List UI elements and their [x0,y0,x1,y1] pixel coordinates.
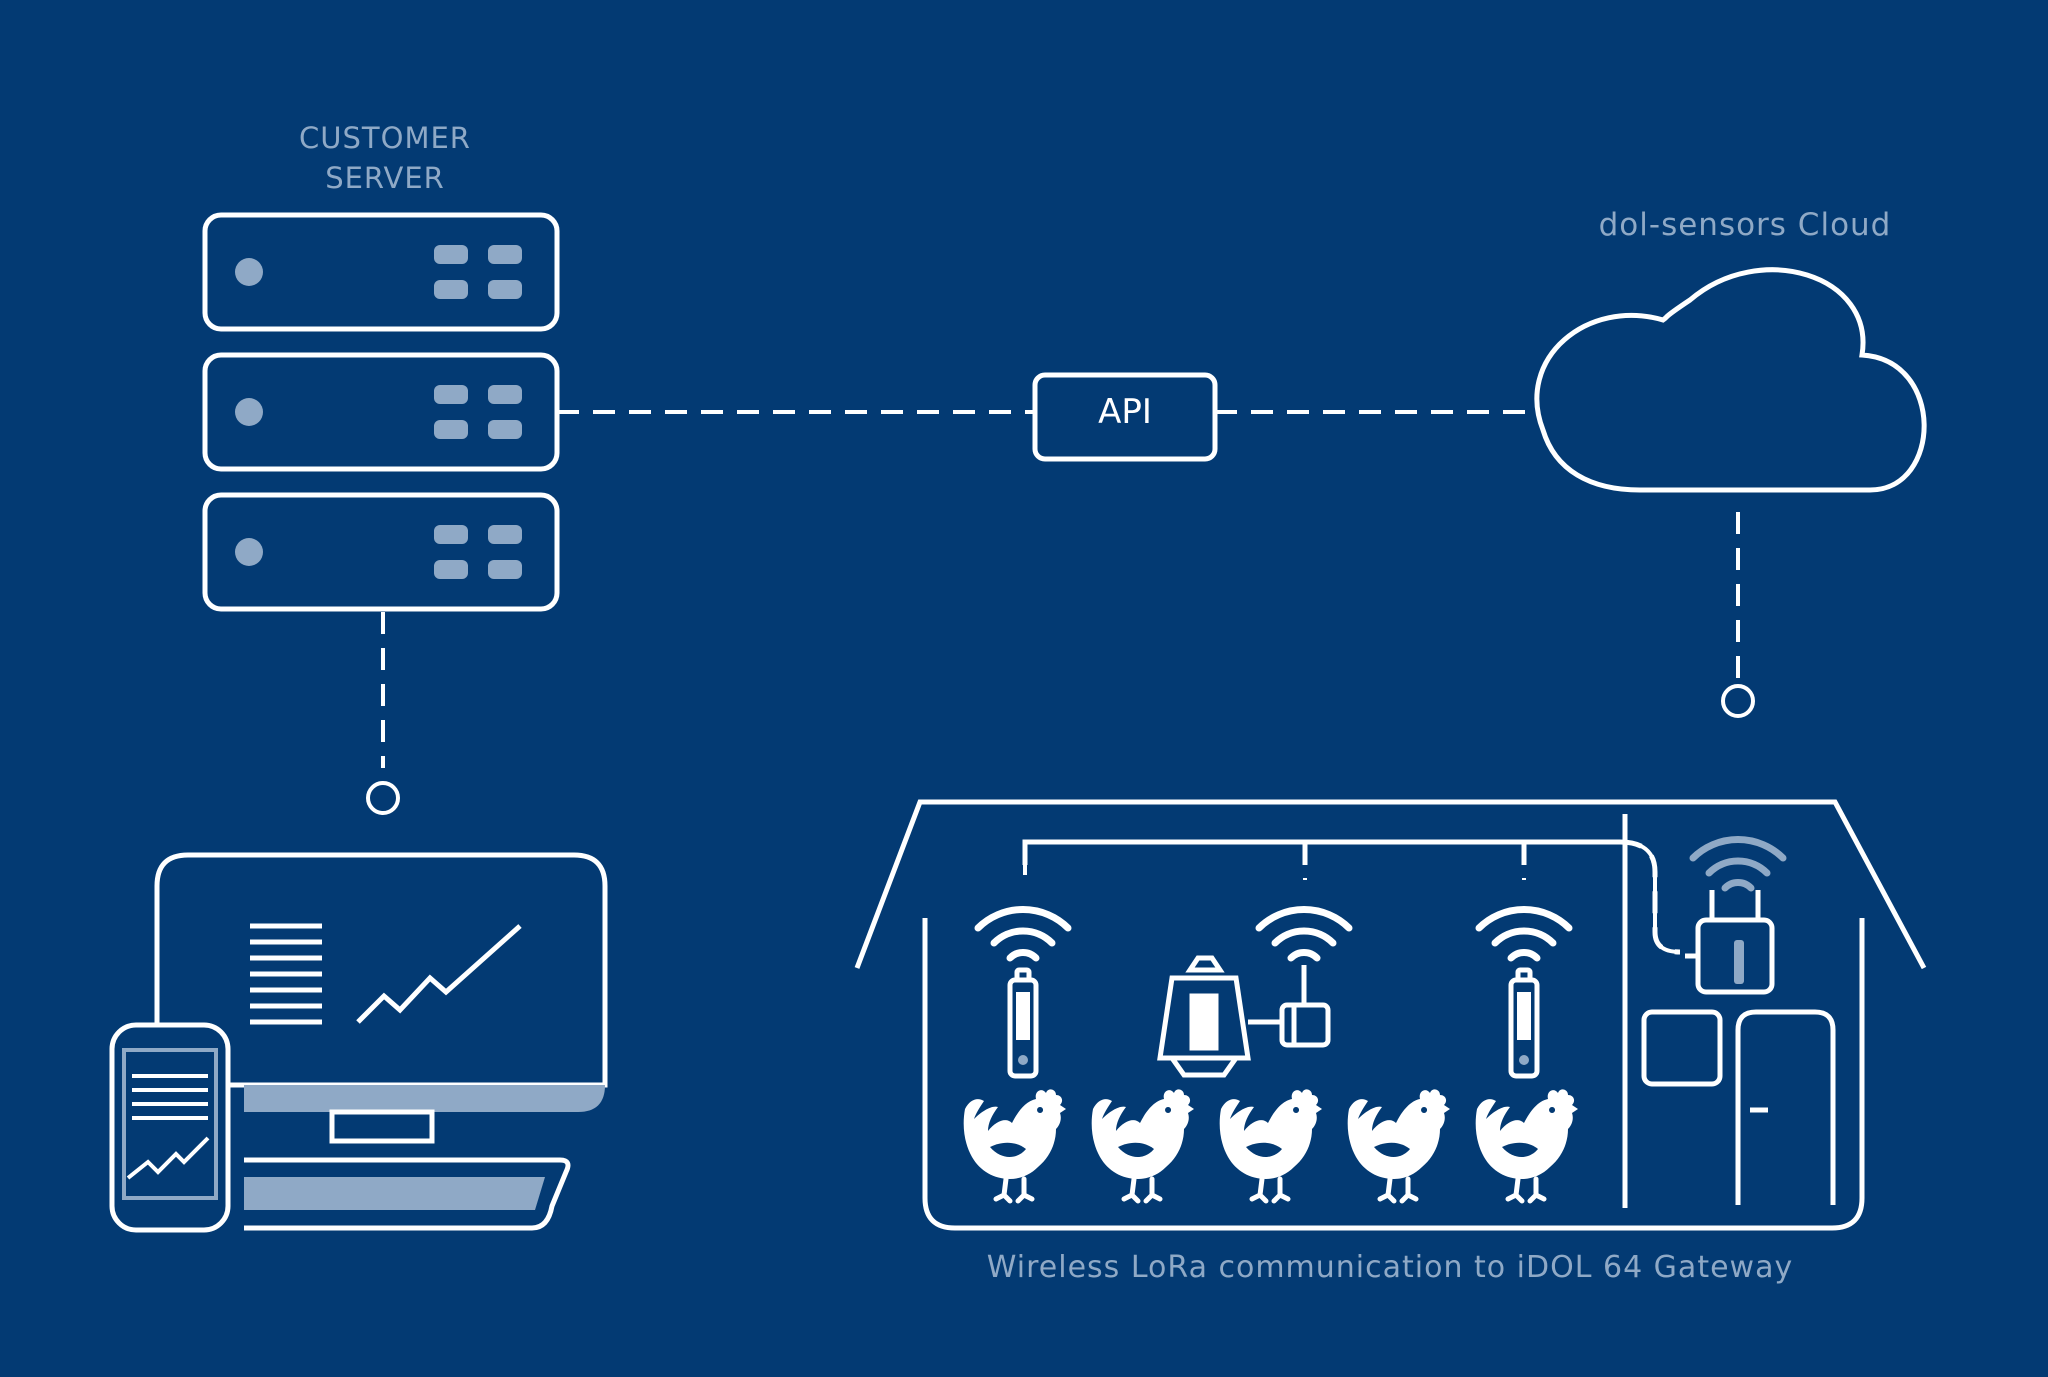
barn-lora-link [1023,840,1681,954]
customer-server-label-line1: CUSTOMER [299,121,471,155]
sensor-icon [1511,970,1537,1076]
desktop-monitor-icon [154,852,608,1231]
gateway-icon [1685,890,1775,995]
cloud-icon [1534,267,1927,493]
api-label: API [1098,392,1152,432]
sensor-icon [1157,955,1331,1078]
chicken-icon [964,1089,1066,1201]
sensor-icon [1010,970,1036,1076]
office-door [1735,1009,1836,1205]
customer-server-label: CUSTOMER SERVER [240,118,530,198]
wifi-icon [1479,910,1569,958]
wifi-icon [1693,840,1783,888]
chicken-icon [1348,1089,1450,1201]
wifi-icon [978,910,1068,958]
server-indicators [235,245,522,579]
chicken-icon [1476,1089,1578,1201]
chicken-icon [1092,1089,1194,1201]
cloud-label: dol-sensors Cloud [1598,207,1892,243]
connection-endpoints [366,684,1755,815]
smartphone-icon [109,1022,231,1233]
customer-server-label-line2: SERVER [325,161,445,195]
wifi-icon [1259,910,1349,958]
office-window [1641,1009,1723,1087]
lora-caption: Wireless LoRa communication to iDOL 64 G… [986,1250,1794,1285]
connection-lines [381,410,1740,768]
api-box [1032,372,1218,462]
chicken-icon [1220,1089,1322,1201]
barn-icon [854,799,1927,1231]
